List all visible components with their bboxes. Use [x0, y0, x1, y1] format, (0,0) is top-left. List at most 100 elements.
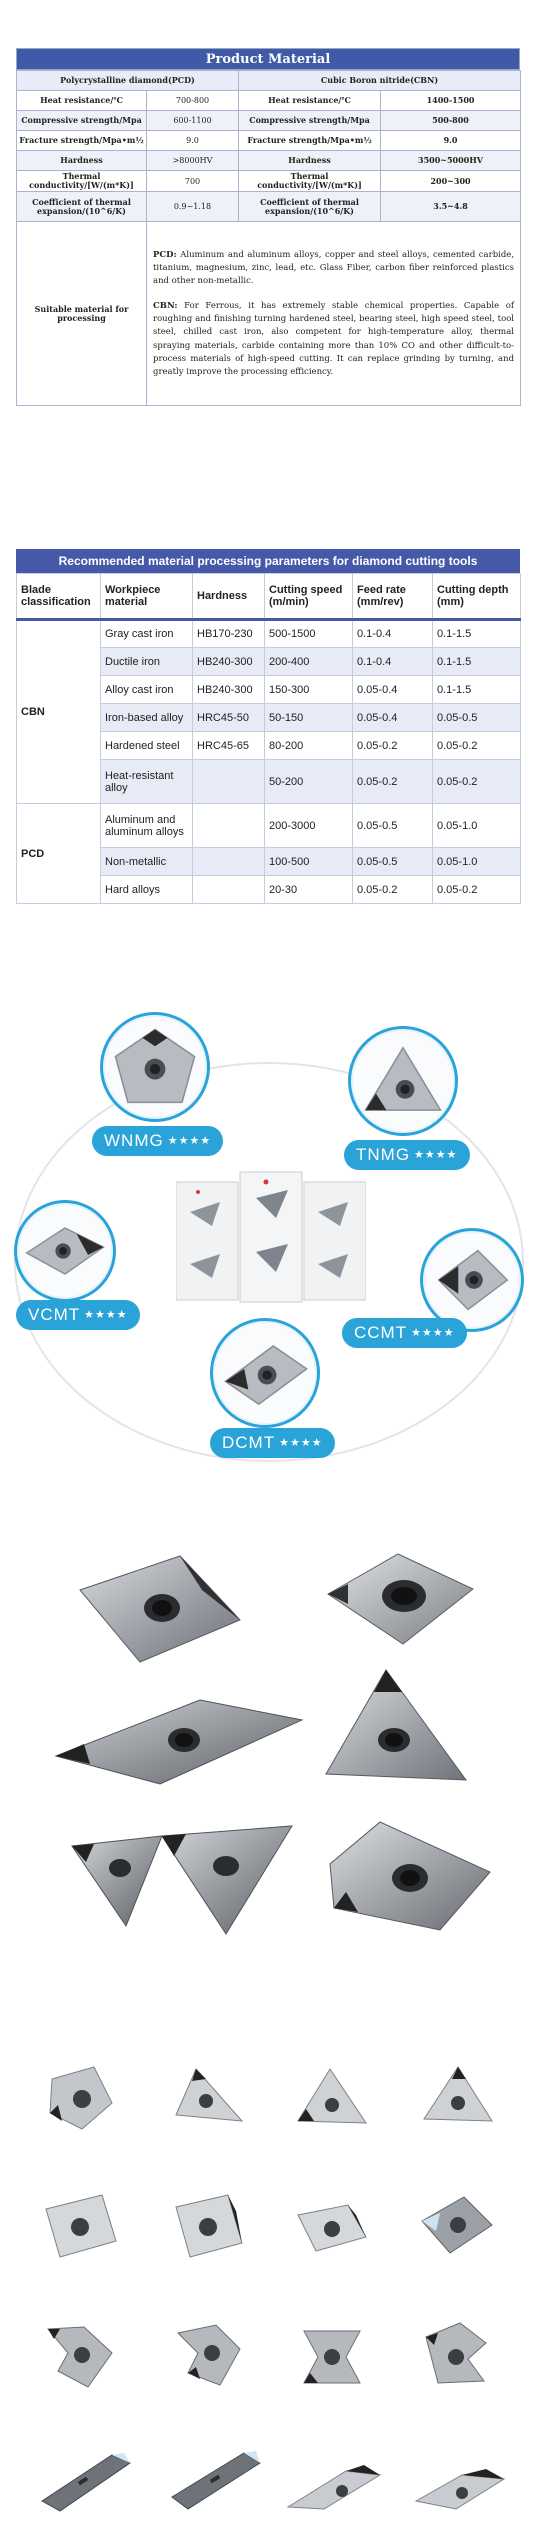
suitable-material-text: PCD: Aluminum and aluminum alloys, coppe…: [145, 221, 522, 407]
speed-value: 50-200: [264, 759, 353, 804]
suitable-material-row: Suitable material for processing PCD: Al…: [16, 221, 522, 407]
feed-value: 0.1-0.4: [352, 619, 433, 648]
speed-value: 200-3000: [264, 803, 353, 848]
table-row: CBN Gray cast iron HB170-230 500-1500 0.…: [16, 619, 521, 804]
threading-insert-thumbnail: [38, 2313, 122, 2397]
feed-value: 0.05-0.5: [352, 847, 433, 876]
threading-insert-thumbnail: [166, 2313, 250, 2397]
workpiece-material: Hard alloys: [100, 875, 193, 904]
speed-value: 100-500: [264, 847, 353, 876]
depth-value: 0.05-1.0: [432, 803, 521, 848]
material-row: Hardness >8000HV Hardness 3500~5000HV: [16, 150, 522, 171]
insert-types-section: WNMG★★★★ TNMG★★★★ VCMT★★★★: [0, 1000, 536, 1510]
triangle-insert-thumbnail: [290, 2055, 374, 2139]
pcd-suitable-paragraph: PCD: Aluminum and aluminum alloys, coppe…: [153, 249, 514, 289]
cbn-property-value: 9.0: [380, 130, 522, 151]
header-feed: Feed rate (mm/rev): [352, 573, 433, 621]
workpiece-material: Non-metallic: [100, 847, 193, 876]
pcd-property-label: Coefficient of thermal expansion/(10^6/K…: [16, 191, 147, 223]
rhombic-insert-thumbnail: [284, 2435, 384, 2519]
processing-parameters-table: Blade classification Workpiece material …: [16, 573, 521, 904]
feed-value: 0.05-0.4: [352, 703, 433, 732]
feed-value: 0.05-0.2: [352, 759, 433, 804]
cbn-property-label: Fracture strength/Mpa•m½: [238, 130, 382, 151]
cbn-property-value: 3500~5000HV: [380, 150, 522, 171]
cbn-key: CBN:: [153, 301, 178, 312]
pcd-property-label: Heat resistance/℃: [16, 90, 147, 111]
wnmg-insert-image: [100, 1012, 210, 1122]
wnmg-label-text: WNMG: [104, 1131, 164, 1150]
ccmt-label: CCMT★★★★: [342, 1318, 467, 1348]
insert-photos-section: [0, 1540, 536, 1960]
depth-value: 0.05-1.0: [432, 847, 521, 876]
pcd-suitable-text: Aluminum and aluminum alloys, copper and…: [153, 249, 515, 286]
cbn-property-value: 1400-1500: [380, 90, 522, 111]
insert-grid-section: [0, 2015, 536, 2535]
hardness-value: [192, 759, 265, 804]
ccmt-label-text: CCMT: [354, 1323, 408, 1342]
threading-insert-thumbnail: [414, 2313, 498, 2397]
material-header-row: Polycrystalline diamond(PCD) Cubic Boron…: [15, 70, 522, 91]
cbn-property-label: Compressive strength/Mpa: [238, 110, 382, 131]
workpiece-material: Heat-resistant alloy: [100, 759, 193, 804]
hardness-value: [192, 847, 265, 876]
pcd-property-label: Hardness: [16, 150, 147, 171]
speed-value: 150-300: [264, 675, 353, 704]
cbn-property-label: Coefficient of thermal expansion/(10^6/K…: [238, 191, 382, 223]
wnmg-label: WNMG★★★★: [92, 1126, 224, 1156]
dcmt-stars: ★★★★: [279, 1437, 323, 1449]
cbn-property-value: 3.5~4.8: [380, 191, 522, 223]
depth-value: 0.1-1.5: [432, 619, 521, 648]
workpiece-material: Ductile iron: [100, 647, 193, 676]
feed-value: 0.05-0.4: [352, 675, 433, 704]
pcd-property-value: 0.9~1.18: [145, 191, 240, 223]
trigon-insert-photo: [329, 1821, 491, 1931]
depth-value: 0.05-0.2: [432, 731, 521, 760]
square-insert-thumbnail: [166, 2185, 250, 2269]
cbn-property-label: Thermal conductivity/[W/(m*K)]: [238, 169, 382, 193]
product-material-table: Polycrystalline diamond(PCD) Cubic Boron…: [15, 70, 522, 407]
header-depth: Cutting depth (mm): [432, 573, 521, 621]
table-row: Alloy cast iron HB240-300 150-300 0.05-0…: [17, 675, 521, 704]
hardness-value: HB240-300: [192, 647, 265, 676]
suitable-material-label: Suitable material for processing: [16, 221, 147, 407]
dcmt-insert-image: [210, 1318, 320, 1428]
speed-value: 50-150: [264, 703, 353, 732]
pcd-property-value: 9.0: [145, 130, 240, 151]
cbn-suitable-text: For Ferrous, it has extremely stable che…: [153, 301, 515, 377]
cbn-suitable-paragraph: CBN: For Ferrous, it has extremely stabl…: [153, 300, 514, 379]
triangle-pair-insert-photo: [71, 1825, 293, 1935]
hardness-value: [192, 803, 265, 848]
header-hardness: Hardness: [192, 573, 265, 621]
speed-value: 200-400: [264, 647, 353, 676]
trigon-insert-thumbnail: [38, 2055, 122, 2139]
insert-box-image: [176, 1171, 366, 1303]
product-material-section: Product Material Polycrystalline diamond…: [15, 48, 522, 407]
depth-value: 0.05-0.2: [432, 759, 521, 804]
material-row: Thermal conductivity/[W/(m*K)] 700 Therm…: [16, 169, 522, 193]
cbn-property-value: 500-800: [380, 110, 522, 131]
hardness-value: HRC45-65: [192, 731, 265, 760]
material-row: Coefficient of thermal expansion/(10^6/K…: [16, 191, 522, 223]
triangle-insert-photo: [325, 1669, 468, 1781]
table-row: Iron-based alloy HRC45-50 50-150 0.05-0.…: [17, 703, 521, 732]
feed-value: 0.05-0.2: [352, 875, 433, 904]
depth-value: 0.1-1.5: [432, 647, 521, 676]
workpiece-material: Hardened steel: [100, 731, 193, 760]
rhombic-insert-photo: [79, 1555, 241, 1663]
rhombic-insert-thumbnail: [410, 2435, 510, 2519]
vcmt-label-text: VCMT: [28, 1305, 81, 1324]
processing-parameters-section: Recommended material processing paramete…: [16, 549, 521, 904]
hardness-value: [192, 875, 265, 904]
pcd-property-label: Fracture strength/Mpa•m½: [16, 130, 147, 151]
workpiece-material: Gray cast iron: [100, 619, 193, 648]
pcd-column-header: Polycrystalline diamond(PCD): [15, 70, 240, 91]
tnmg-stars: ★★★★: [414, 1149, 458, 1161]
material-row: Fracture strength/Mpa•m½ 9.0 Fracture st…: [16, 130, 522, 151]
pcd-property-value: >8000HV: [145, 150, 240, 171]
dcmt-label-text: DCMT: [222, 1433, 276, 1452]
depth-value: 0.05-0.5: [432, 703, 521, 732]
square-insert-thumbnail: [290, 2185, 374, 2269]
diamond-insert-photo: [54, 1699, 304, 1785]
workpiece-material: Aluminum and aluminum alloys: [100, 803, 193, 848]
